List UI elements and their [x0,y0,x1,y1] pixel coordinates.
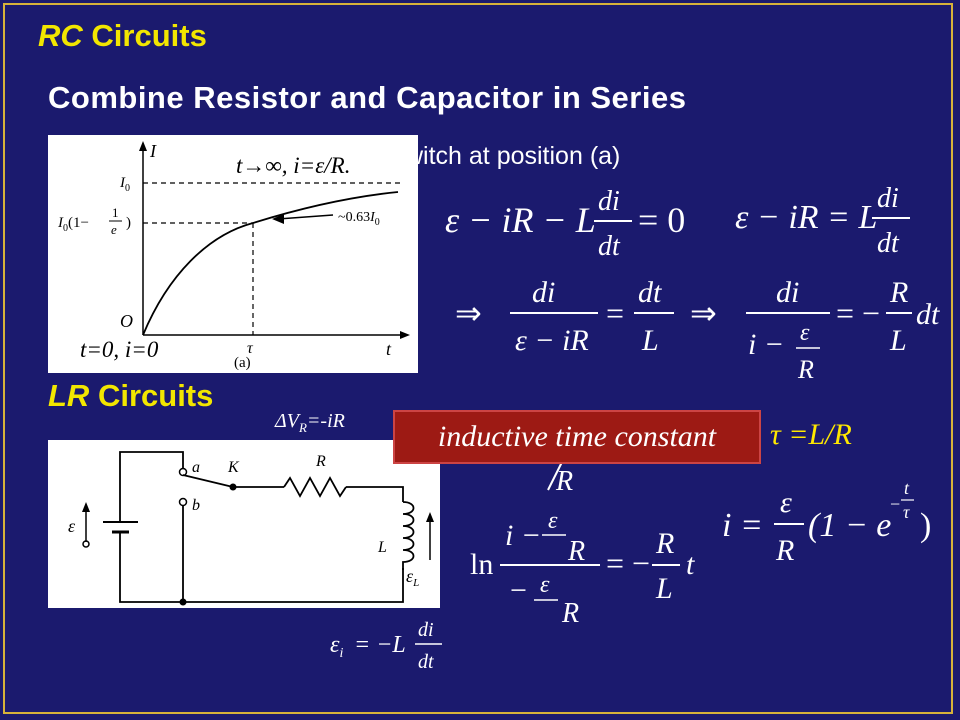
eq5-den-eps: ε [540,572,550,598]
eq3-den: ε − iR [515,324,589,357]
slide-subtitle: Combine Resistor and Capacitor in Series [48,80,687,115]
eq4-rhs: = − [836,295,880,331]
eq5-num: i − [505,519,541,552]
emf-eq-eps: εi [330,632,343,661]
emf-eq-rhs: = −L [354,632,406,658]
ylabel-frac-top: 1 [112,205,119,220]
eq5-eq: = − [606,545,650,581]
axis-t-label: t [386,339,392,359]
eq5-num-eps: ε [548,508,558,534]
eq5-R: R [655,527,674,560]
eq6-close: ) [920,507,931,544]
wire-left-top [119,451,184,502]
eq5-ln: ln [470,548,493,581]
eq4-i-minus: i − [748,328,784,361]
eq6-exp-t: t [904,478,910,498]
marker-arrowhead [272,214,284,224]
origin-label: O [120,311,133,331]
partial-frac-R: R [555,466,573,497]
axis-i-label: I [149,141,157,161]
eq4-di: di [776,276,799,309]
eq3-eq: = [606,295,624,331]
eq2-lhs: ε − iR = L [735,199,877,236]
eq3-implies: ⇒ [455,295,482,331]
induced-emf-label: εL [406,566,419,589]
current-graph: I t O τ (a) I0 I0(1− 1 e ) ~0.63I0 t→∞, … [48,135,418,373]
eq1-dt: dt [598,231,621,262]
eq5-num-R: R [567,536,585,567]
switch-blade [182,474,234,488]
wire-resistor-right [346,486,404,502]
tick-tau: τ [247,340,254,357]
eq1-di: di [598,186,620,217]
eq4-R: R [889,276,908,309]
eq3-di: di [532,276,555,309]
eq4-L: L [889,324,907,357]
inductor-coil [402,501,415,570]
switch-text: witch at position (a) [405,142,621,170]
inductive-time-constant-banner: inductive time constant [393,410,761,464]
eq2-di: di [877,183,899,214]
eq4-implies: ⇒ [690,295,717,331]
eq6-one-minus-e: (1 − e [808,507,891,544]
node-b-label: b [192,497,200,514]
emf-eq-dt: dt [418,651,434,673]
eq6-exp-tau: τ [903,502,910,522]
ylabel-063: I0(1− [57,215,89,234]
induced-emf-arrowhead [426,512,434,522]
origin-condition-label: t=0, i=0 [80,337,159,362]
eq4-eps: ε [800,320,810,346]
circuit-svg: ε a b K R L εL [68,451,434,606]
ylabel-close: ) [126,215,131,231]
wire-left-bottom [119,552,404,603]
marker-arrow [277,214,334,220]
eq4-inner-R: R [797,355,814,384]
eq1-lhs: ε − iR − L [445,200,596,240]
eq6-i-eq: i = [722,507,763,544]
resistor-zigzag [283,476,347,498]
eq5-den-R: R [561,598,579,629]
junction-bottom [179,598,187,606]
asymptote-label: t→∞, i=ε/R. [236,153,350,178]
x-axis-arrow [400,331,410,339]
caption: (a) [234,355,251,371]
ylabel-frac-bot: e [111,222,117,237]
partial-slash [547,461,563,491]
current-curve [142,191,399,336]
eq6-exp-minus: − [890,494,900,514]
eq6-eps: ε [780,486,792,519]
inductor-label: L [377,539,387,556]
emf-label: ε [68,516,76,536]
eq1-rhs: = 0 [638,200,685,240]
lr-circuits-title: LR Circuits [48,378,214,413]
i0-label: I0 [119,175,130,194]
lr-circuit-diagram: ε a b K R L εL [48,440,440,608]
emf-terminal [82,540,90,548]
eq5-L: L [655,572,673,605]
current-graph-svg: I t O τ (a) I0 I0(1− 1 e ) ~0.63I0 t→∞, … [57,141,410,371]
eq4-dt: dt [916,298,940,331]
tau-expression: τ =L/R [770,418,852,451]
voltage-drop-label: ΔVR=-iR [275,410,345,435]
node-a-label: a [192,459,200,476]
eq2-dt: dt [877,228,900,259]
eq5-den-minus: − [510,574,527,607]
eq5-t: t [686,548,695,581]
emf-arrowhead [82,502,90,512]
slide-title-rc: RC Circuits [38,18,207,53]
resistor-label: R [315,453,326,470]
node-b [178,497,188,507]
eq3-dt: dt [638,276,662,309]
eq6-R: R [775,534,794,567]
y-axis-arrow [139,141,147,151]
slide-border [3,3,953,714]
marker-label: ~0.63I0 [338,210,380,228]
emf-eq-di: di [418,619,434,641]
eq3-rhs-den: L [641,324,659,357]
switch-label: K [227,459,240,476]
